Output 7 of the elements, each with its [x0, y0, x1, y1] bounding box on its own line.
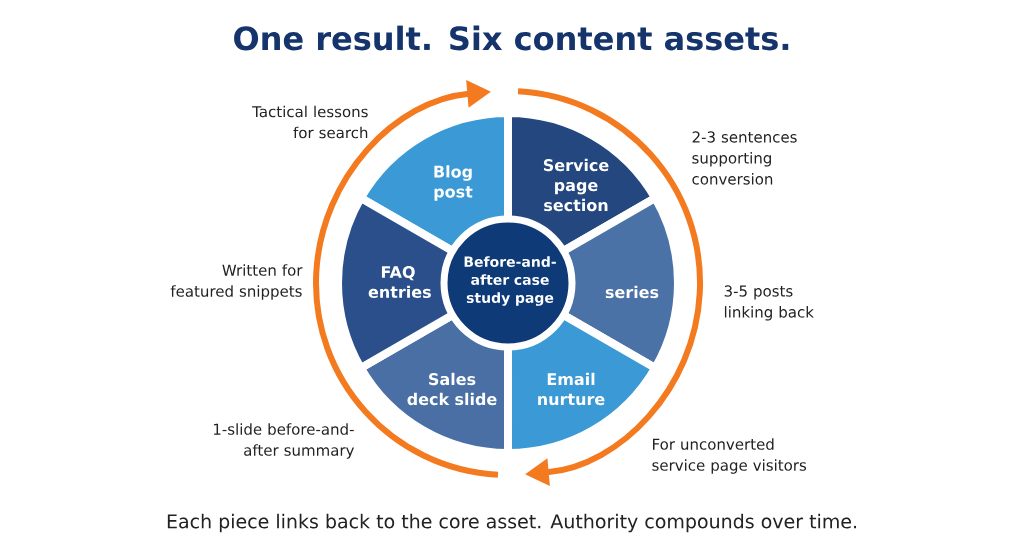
side-note: 2-3 sentences supporting conversion — [692, 131, 797, 185]
side-note: For unconverted service page visitors — [652, 438, 807, 474]
side-note: 3-5 posts linking back — [724, 285, 814, 321]
side-note: Tactical lessons for search — [252, 105, 368, 139]
side-note: Written for featured snippets — [170, 264, 303, 300]
title: One result. Six content assets. — [234, 25, 789, 51]
caption: Each piece links back to the core asset. Authority compounds over time. — [167, 513, 856, 533]
